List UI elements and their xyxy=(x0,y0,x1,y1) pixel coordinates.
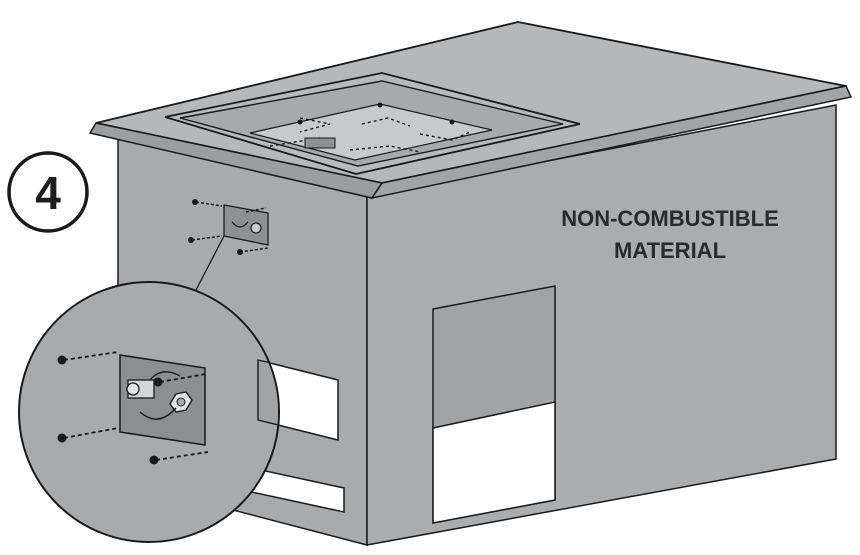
access-panel-small xyxy=(188,199,269,255)
step-indicator: 4 xyxy=(7,151,89,233)
zoom-nut-hole xyxy=(176,397,186,407)
burner-line xyxy=(419,131,471,141)
zoom-valve-knob xyxy=(126,382,140,396)
zoom-vent-opening xyxy=(257,359,278,441)
frame-bolt xyxy=(449,119,455,125)
burner-line xyxy=(349,145,421,153)
valve-knob xyxy=(250,222,262,234)
screw-head xyxy=(237,249,243,255)
screw-head xyxy=(188,237,194,243)
zoom-screws xyxy=(63,351,209,461)
screw-line xyxy=(195,201,223,207)
zoom-screw-head xyxy=(57,355,67,365)
screw-line xyxy=(245,207,267,213)
countertop-edge-right xyxy=(370,85,853,200)
zoom-leader-line xyxy=(195,235,225,291)
material-label-line1: NON-COMBUSTIBLE xyxy=(561,206,779,231)
frame-bolt xyxy=(297,119,303,125)
zoom-screw-head xyxy=(153,377,163,387)
zoom-screw-line xyxy=(159,373,207,383)
burner-line xyxy=(299,117,331,133)
zoom-screw-line xyxy=(63,351,119,361)
zoom-wire-loop xyxy=(139,407,177,420)
screws-small xyxy=(191,201,269,253)
material-label-line2: MATERIAL xyxy=(614,238,726,263)
burner-block xyxy=(304,137,336,149)
step-circle xyxy=(7,151,89,233)
zoom-screw-head xyxy=(149,455,159,465)
zoom-screw-line xyxy=(155,451,209,461)
zoom-detail xyxy=(18,281,280,543)
frame-bolt xyxy=(377,102,383,108)
zoom-screw-line xyxy=(63,427,119,439)
wire-loop xyxy=(231,221,249,228)
step-number: 4 xyxy=(35,167,61,219)
burner-line xyxy=(361,117,411,127)
zoom-screw-head xyxy=(57,433,67,443)
zoom-wire-arrow xyxy=(149,371,181,381)
material-label: NON-COMBUSTIBLE MATERIAL xyxy=(561,206,779,263)
door-opening-lower xyxy=(432,401,556,524)
screw-head xyxy=(192,199,198,205)
burner-opening xyxy=(164,72,581,175)
screw-line xyxy=(191,235,223,241)
